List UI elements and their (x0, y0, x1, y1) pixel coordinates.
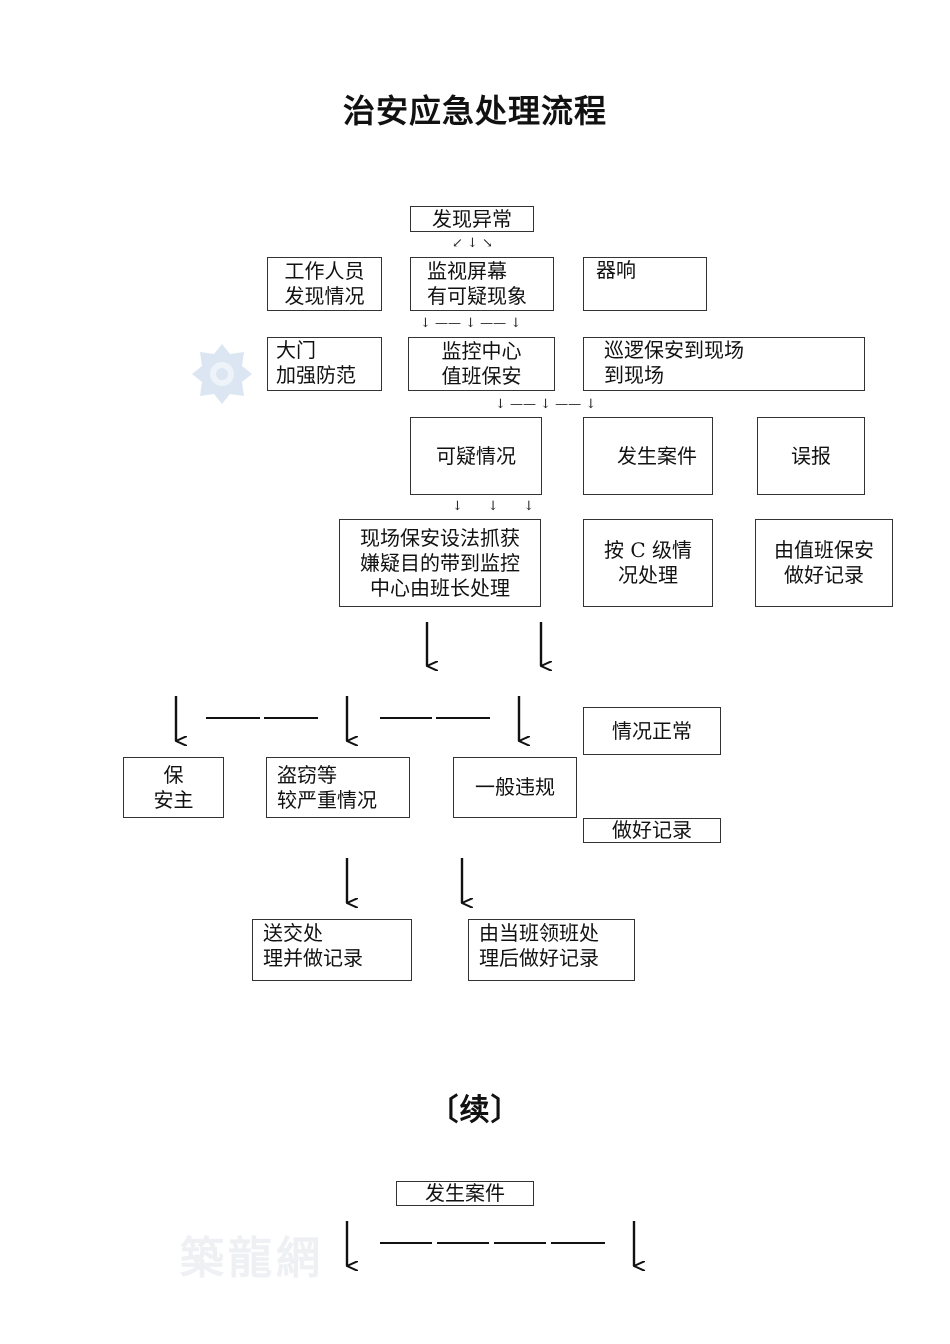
box-suspicious-label: 可疑情况 (436, 443, 516, 468)
connector-dash (436, 717, 490, 719)
box-onsite-capture: 现场保安设法抓获 嫌疑目的带到监控 中心由班长处理 (339, 519, 541, 607)
box-theft: 盗窃等 较严重情况 (266, 757, 410, 818)
box-onsite-capture-line-3: 中心由班长处理 (370, 575, 510, 600)
box-leader-handle-line-2: 理后做好记录 (479, 946, 599, 970)
box-duty-record-line-2: 做好记录 (784, 563, 864, 587)
box-onsite-capture-line-2: 嫌疑目的带到监控 (360, 550, 520, 575)
watermark-seal-icon (192, 344, 252, 404)
box-staff-found-line-1: 工作人员 (284, 259, 365, 283)
watermark-text: 築龍網 (180, 1233, 324, 1284)
box-monitor-center: 监控中心 值班保安 (408, 337, 555, 391)
connector-dash (551, 1242, 605, 1244)
box-duty-record: 由值班保安 做好记录 (755, 519, 893, 607)
box-alarm: 器响 (583, 257, 707, 311)
box-owner: 保 安主 (123, 757, 224, 818)
box-make-record-label: 做好记录 (612, 818, 692, 842)
page-title: 治安应急处理流程 (342, 92, 607, 130)
box-duty-record-line-1: 由值班保安 (774, 538, 874, 562)
box-owner-line-2: 安主 (153, 787, 194, 812)
box-monitor-screen: 监视屏幕 有可疑现象 (410, 257, 554, 311)
box-level-c-line-1: 按 C 级情 (603, 538, 693, 562)
box-level-c-line-2: 况处理 (618, 563, 678, 587)
box-patrol-line-2: 到现场 (604, 363, 664, 387)
connector-dash (437, 1242, 489, 1244)
box-alarm-line-1: 器响 (596, 258, 636, 282)
connector-row4: ↓ ↓ ↓ (452, 499, 535, 514)
box-violation-label: 一般违规 (475, 775, 555, 799)
connector-row3: ↓ —— ↓ —— ↓ (495, 397, 597, 412)
box-monitor-screen-line-1: 监视屏幕 (427, 259, 507, 283)
box-case-continued: 发生案件 (396, 1181, 534, 1206)
box-staff-found-line-2: 发现情况 (284, 284, 365, 308)
box-make-record: 做好记录 (583, 818, 721, 843)
box-onsite-capture-line-1: 现场保安设法抓获 (360, 525, 520, 550)
connector-dash (494, 1242, 546, 1244)
box-send-handle-line-1: 送交处 (263, 921, 323, 945)
box-owner-line-1: 保 (163, 762, 184, 787)
connector-row2: ↓ —— ↓ —— ↓ (420, 316, 522, 331)
box-gate-line-1: 大门 (276, 338, 316, 362)
box-send-handle: 送交处 理并做记录 (252, 919, 412, 981)
box-patrol-line-1: 巡逻保安到现场 (604, 338, 744, 362)
box-case-continued-label: 发生案件 (425, 1181, 505, 1205)
box-leader-handle-line-1: 由当班领班处 (479, 921, 599, 945)
box-monitor-center-line-2: 值班保安 (441, 364, 522, 388)
connector-dash (264, 717, 318, 719)
box-leader-handle: 由当班领班处 理后做好记录 (468, 919, 635, 981)
connector-dash (380, 1242, 432, 1244)
box-send-handle-line-2: 理并做记录 (263, 946, 363, 970)
box-suspicious: 可疑情况 (410, 417, 542, 495)
connector-dash (206, 717, 260, 719)
box-discover-label: 发现异常 (432, 206, 512, 231)
box-level-c: 按 C 级情 况处理 (583, 519, 713, 607)
box-case-label: 发生案件 (617, 443, 697, 468)
box-false-alarm: 误报 (757, 417, 865, 495)
connector-dash (380, 717, 432, 719)
box-theft-line-2: 较严重情况 (277, 788, 377, 812)
box-situation-normal-label: 情况正常 (612, 718, 692, 743)
box-false-alarm-label: 误报 (791, 443, 831, 468)
box-situation-normal: 情况正常 (583, 707, 721, 755)
box-violation: 一般违规 (453, 757, 577, 818)
box-discover: 发现异常 (410, 206, 534, 232)
connector-row1: ↙ ↓ ↘ (452, 236, 493, 251)
box-monitor-center-line-1: 监控中心 (441, 339, 522, 363)
box-gate-line-2: 加强防范 (276, 363, 356, 387)
continued-title: 〔续〕 (428, 1093, 522, 1128)
box-monitor-screen-line-2: 有可疑现象 (427, 284, 527, 308)
box-gate: 大门 加强防范 (267, 337, 382, 391)
box-case: 发生案件 (583, 417, 713, 495)
box-theft-line-1: 盗窃等 (277, 763, 337, 787)
box-staff-found: 工作人员 发现情况 (267, 257, 382, 311)
box-patrol: 巡逻保安到现场 到现场 (583, 337, 865, 391)
